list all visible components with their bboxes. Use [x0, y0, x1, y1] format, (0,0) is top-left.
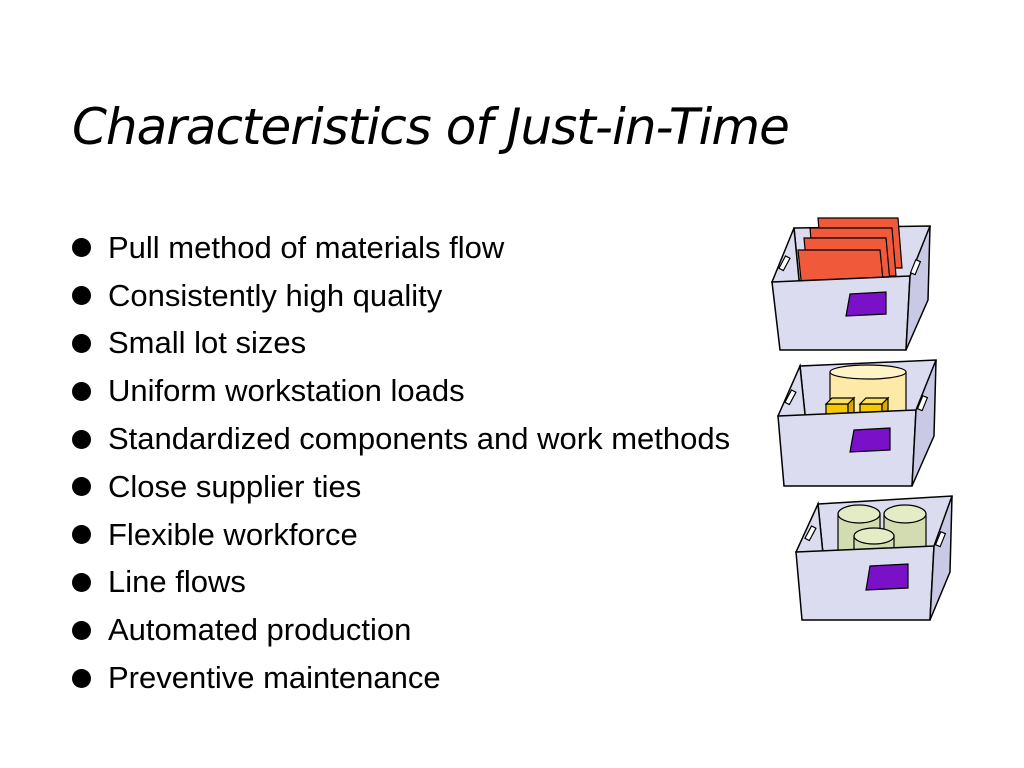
bullet-item: Standardized components and work methods [72, 415, 730, 463]
bin-label [845, 291, 887, 317]
cylinder-top [837, 504, 881, 524]
bullet-dot-icon [72, 381, 91, 401]
bullet-dot-icon [72, 238, 91, 258]
bin-handle-slot [934, 530, 947, 548]
bullet-dot-icon [72, 333, 91, 353]
bin-front-wall [795, 545, 935, 621]
bin-front-wall [771, 275, 911, 351]
bin-handle-slot [784, 389, 797, 406]
bullet-text: Flexible workforce [108, 516, 358, 552]
cylinder-top [829, 364, 907, 380]
bullet-item: Flexible workforce [72, 511, 730, 559]
bin-rolls [794, 495, 953, 621]
storage-bins-illustration [770, 217, 953, 621]
bin-handle-slot [804, 525, 817, 542]
bullet-item: Pull method of materials flow [72, 224, 730, 272]
bullet-dot-icon [72, 525, 91, 545]
bullet-item: Consistently high quality [72, 272, 730, 320]
bin-folders [770, 217, 931, 351]
bullet-text: Consistently high quality [108, 277, 443, 313]
bullet-item: Line flows [72, 559, 730, 607]
bullet-text: Pull method of materials flow [108, 229, 505, 265]
bin-right-side [911, 359, 937, 487]
cylinder-top [883, 504, 927, 524]
bullet-text: Uniform workstation loads [108, 373, 465, 409]
bin-handle-slot [909, 258, 922, 276]
bin-right-side [905, 225, 931, 351]
bullet-text: Close supplier ties [108, 468, 362, 504]
bullet-item: Uniform workstation loads [72, 367, 730, 415]
bin-label [865, 563, 909, 591]
cylinder-top [853, 527, 895, 545]
bullet-item: Automated production [72, 606, 730, 654]
bullet-text: Line flows [108, 564, 246, 600]
bin-right-side [929, 495, 953, 621]
bullet-dot-icon [72, 620, 91, 640]
bin-handle-slot [916, 394, 929, 412]
bullet-dot-icon [72, 668, 91, 688]
bullet-dot-icon [72, 477, 91, 497]
bullet-text: Standardized components and work methods [108, 421, 731, 457]
bullet-list: Pull method of materials flow Consistent… [72, 224, 730, 702]
bullet-dot-icon [72, 572, 91, 592]
bullet-text: Small lot sizes [108, 325, 307, 361]
bullet-item: Close supplier ties [72, 463, 730, 511]
bin-parts [776, 359, 937, 487]
bullet-text: Preventive maintenance [108, 660, 441, 696]
bullet-item: Preventive maintenance [72, 654, 730, 702]
bullet-text: Automated production [108, 612, 412, 648]
bullet-dot-icon [72, 429, 91, 449]
bullet-item: Small lot sizes [72, 320, 730, 368]
bullet-dot-icon [72, 286, 91, 306]
slide-title: Characteristics of Just-in-Time [72, 98, 790, 156]
bin-label [849, 427, 891, 453]
bin-front-wall [777, 409, 917, 487]
bin-handle-slot [778, 255, 791, 272]
